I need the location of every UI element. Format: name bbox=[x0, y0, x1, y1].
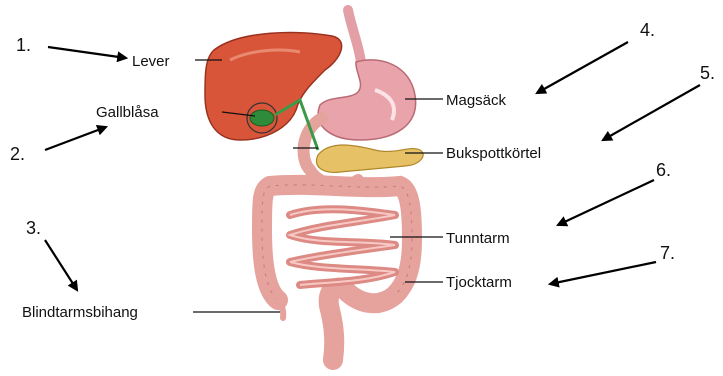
number-5: 5. bbox=[700, 63, 715, 83]
number-2: 2. bbox=[10, 144, 25, 164]
gallbladder bbox=[250, 110, 274, 126]
number-3: 3. bbox=[26, 218, 41, 238]
arrow-5 bbox=[603, 85, 700, 140]
label-gallblasa: Gallblåsa bbox=[96, 104, 159, 121]
number-1: 1. bbox=[16, 35, 31, 55]
label-lever: Lever bbox=[132, 53, 170, 70]
arrow-1 bbox=[48, 47, 126, 58]
arrow-6 bbox=[558, 180, 654, 225]
stomach bbox=[318, 60, 416, 140]
organs bbox=[205, 10, 423, 360]
label-blindtarmsbihang: Blindtarmsbihang bbox=[22, 304, 138, 321]
arrow-3 bbox=[45, 240, 77, 290]
arrow-7 bbox=[550, 262, 656, 284]
arrow-2 bbox=[45, 127, 106, 150]
label-magsack: Magsäck bbox=[446, 92, 507, 109]
arrow-4 bbox=[537, 42, 628, 93]
label-bukspottkortel: Bukspottkörtel bbox=[446, 145, 541, 162]
number-7: 7. bbox=[660, 243, 675, 263]
pancreas bbox=[317, 145, 424, 172]
number-4: 4. bbox=[640, 20, 655, 40]
number-6: 6. bbox=[656, 160, 671, 180]
label-tunntarm: Tunntarm bbox=[446, 230, 510, 247]
label-tjocktarm: Tjocktarm bbox=[446, 274, 512, 291]
